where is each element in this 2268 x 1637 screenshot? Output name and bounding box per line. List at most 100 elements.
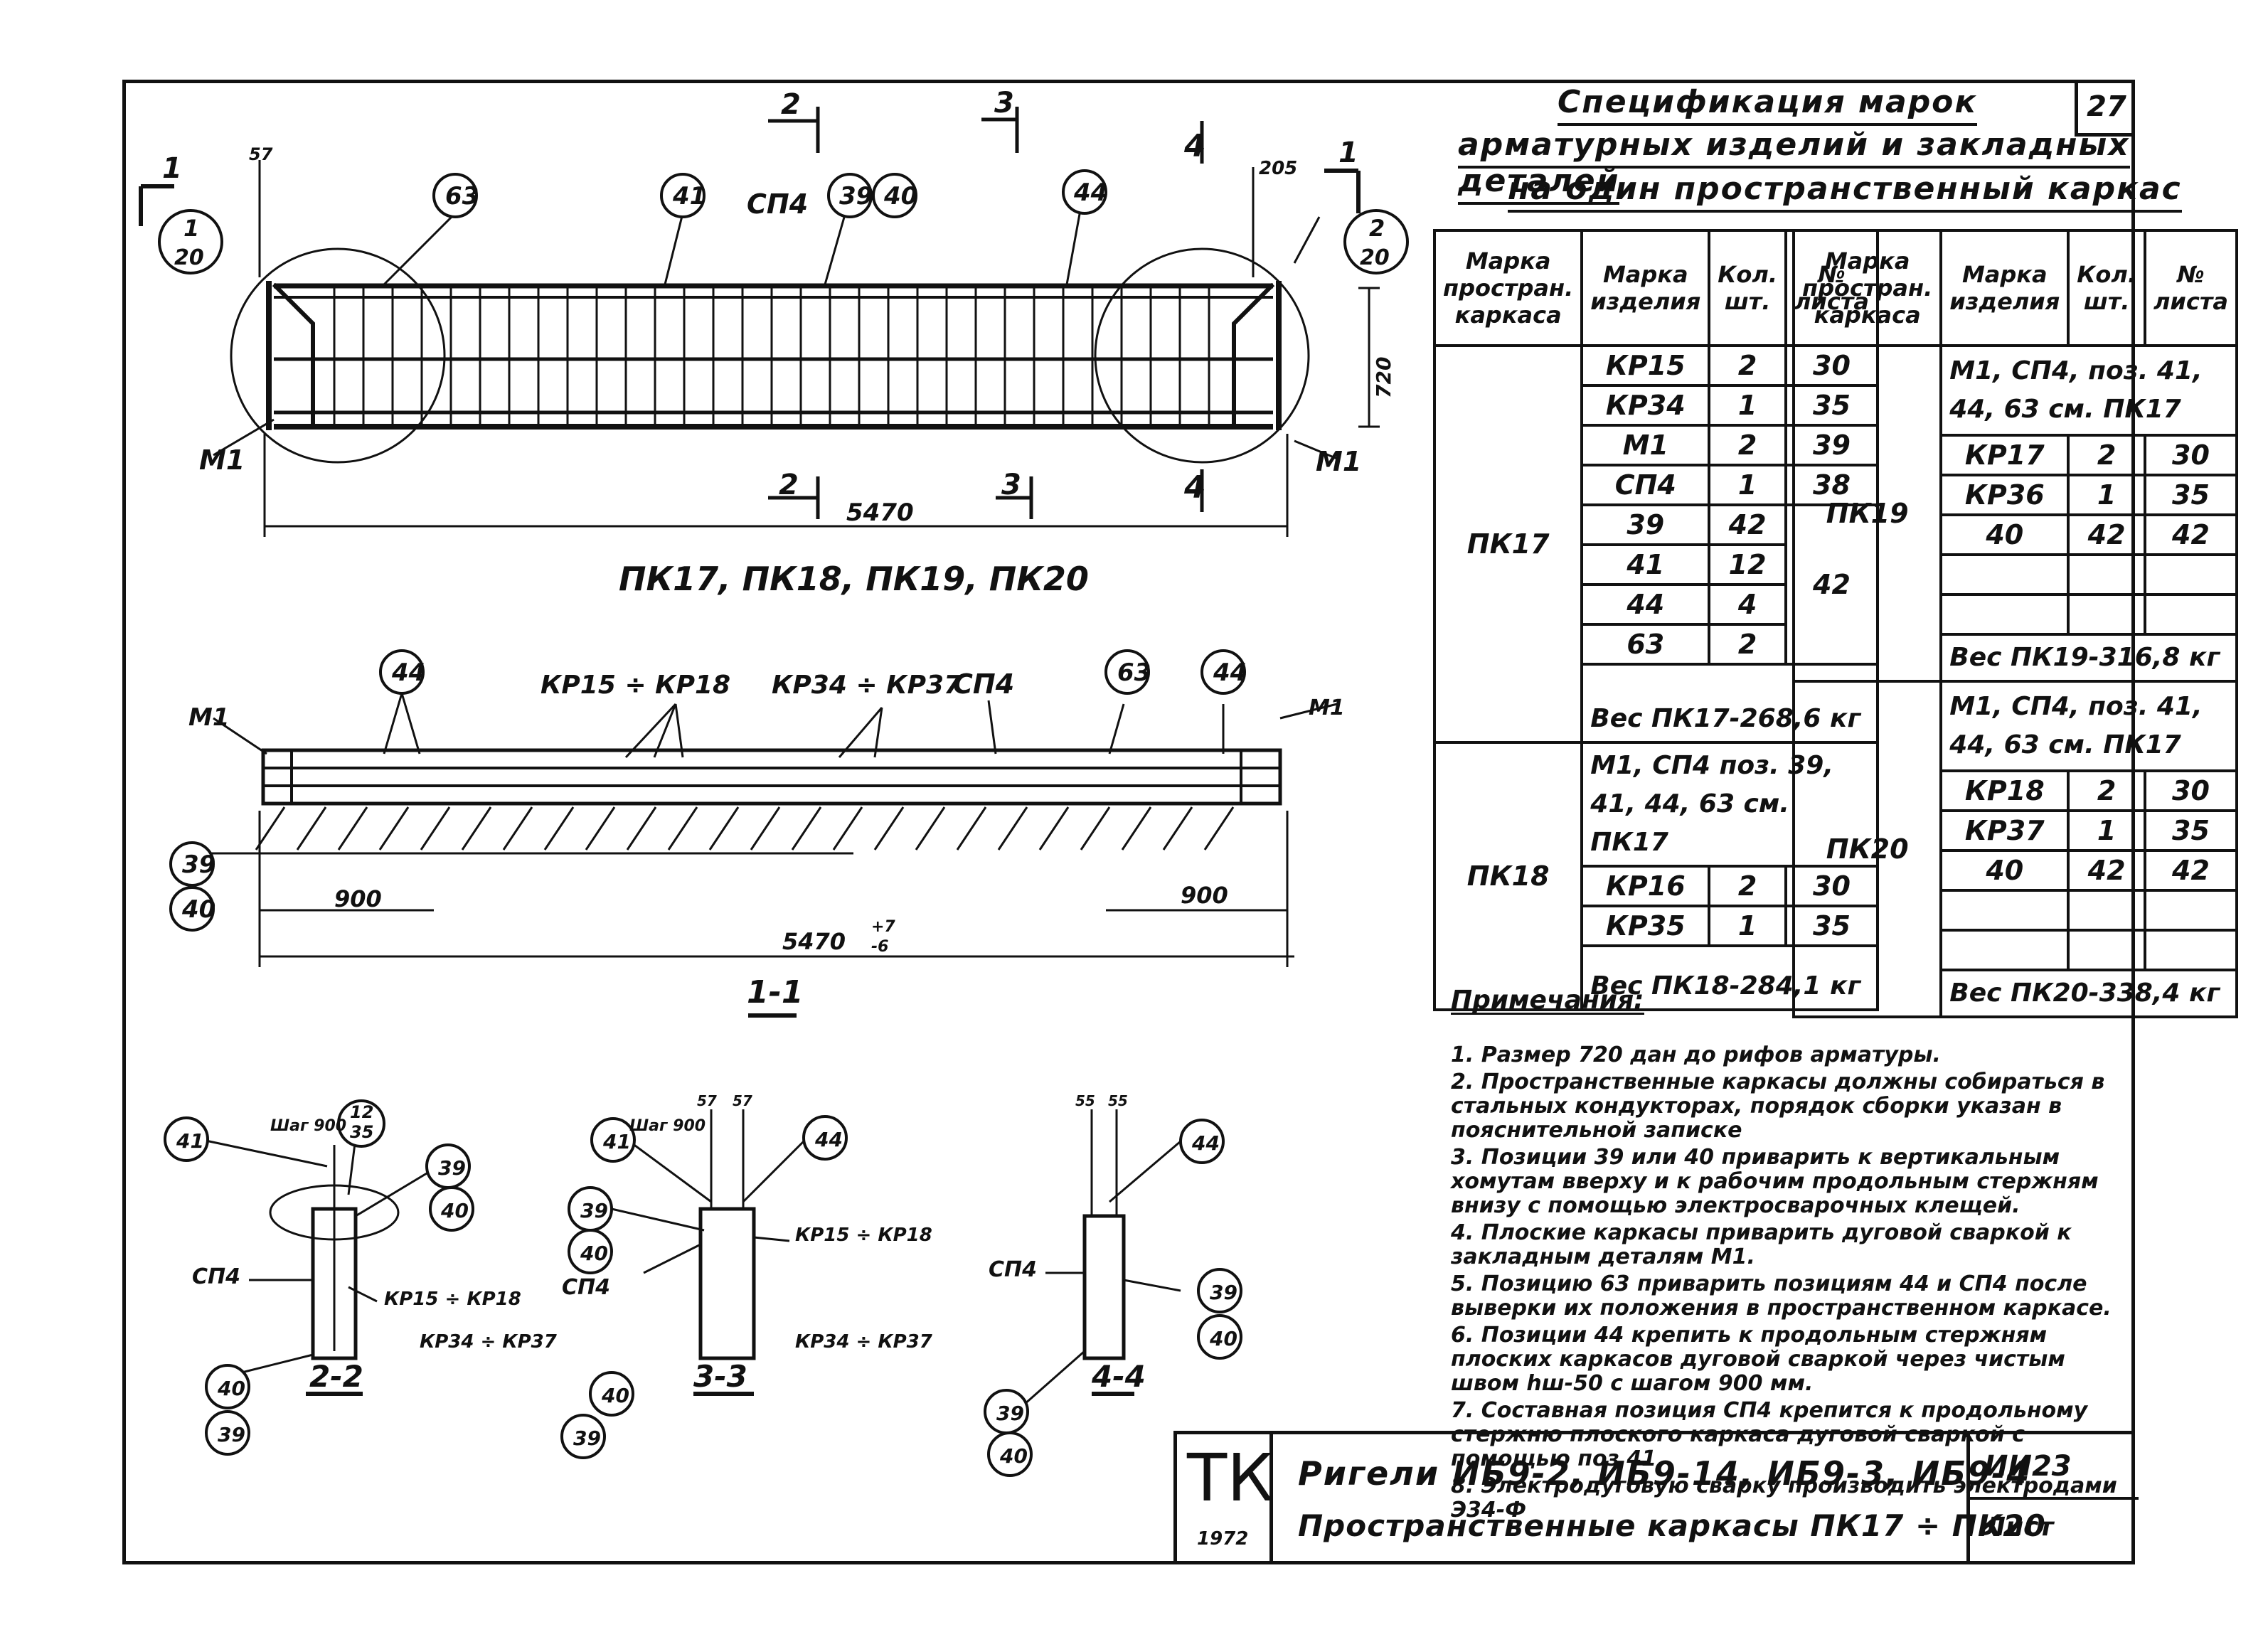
hatch-line — [873, 806, 905, 851]
cell-qty: 1 — [2067, 809, 2146, 852]
th-qty: Кол. шт. — [1708, 229, 1787, 347]
hatch-line — [832, 806, 863, 851]
stamp-divider — [1970, 1497, 2139, 1500]
cell-qty: 2 — [1708, 865, 1787, 907]
th-item-mark: Марка изделия — [1580, 229, 1711, 347]
cell-mark: КР16 — [1580, 865, 1711, 907]
section-marker-4-bottom: 4 — [1183, 469, 1206, 506]
cell-empty — [2067, 889, 2146, 932]
spec-title-line2: арматурных изделий и закладных деталей — [1458, 127, 2268, 205]
cell-mark: КР35 — [1580, 905, 1711, 947]
dim-900-right: 900 — [1181, 882, 1228, 909]
hatch-line — [915, 806, 946, 851]
cell-mark: М1 — [1580, 424, 1711, 466]
cell-empty — [2067, 553, 2146, 596]
hatch-line — [502, 806, 533, 851]
callout-44-label: 44 — [1073, 178, 1107, 207]
hatch-line — [667, 806, 698, 851]
s44-sp4: СП4 — [989, 1257, 1037, 1282]
th-frame-mark: Марка простран. каркаса — [1791, 229, 1943, 347]
cell-empty — [2143, 929, 2238, 971]
callout-39-label: 39 — [839, 182, 873, 210]
cell-qty: 2 — [1708, 424, 1787, 466]
cell-sheet: 42 — [2143, 513, 2238, 556]
s33-callout-40: 40 — [580, 1242, 608, 1265]
hatch-line — [585, 806, 616, 851]
s22-kp34: КР34 ÷ КР37 — [420, 1331, 558, 1353]
hatch-line — [1038, 806, 1070, 851]
s33-sp4: СП4 — [562, 1275, 610, 1300]
s22-fraction-den: 35 — [350, 1122, 373, 1142]
s33-dim-57a: 57 — [697, 1092, 717, 1109]
hatch-line — [420, 806, 451, 851]
main-elevation — [139, 107, 1380, 537]
note-item: 3. Позиции 39 или 40 приварить к вертика… — [1451, 1145, 2099, 1218]
callout-41-label: 41 — [672, 182, 706, 210]
hatch-line — [1121, 806, 1152, 851]
hatch-line — [997, 806, 1028, 851]
stamp-line2: Пространственные каркасы ПК17 ÷ ПК20 — [1298, 1508, 2046, 1543]
s33-callout-44: 44 — [814, 1128, 843, 1151]
s33-step-label: Шаг 900 — [629, 1117, 706, 1135]
cell-mark: КР15 — [1580, 344, 1711, 387]
cell-qty: 2 — [1708, 623, 1787, 666]
hatch-line — [1162, 806, 1193, 851]
note-item: 8. Электродуговую сварку производить эле… — [1451, 1473, 2117, 1523]
hatch-line — [296, 806, 327, 851]
s33-callout-39b: 39 — [573, 1427, 601, 1450]
cell-mark: 40 — [1939, 849, 2070, 892]
section-marker-4-top: 4 — [1183, 128, 1206, 164]
hatch-line — [461, 806, 492, 851]
section-marker-2-bottom: 2 — [779, 469, 799, 501]
callout-63-section-label: 63 — [1117, 658, 1151, 687]
cell-qty: 1 — [1708, 384, 1787, 427]
hatch-line — [750, 806, 781, 851]
sp4-section-label: СП4 — [953, 668, 1014, 700]
th-qty: Кол. шт. — [2067, 229, 2146, 347]
section-3-3-title: 3-3 — [693, 1359, 747, 1394]
cell-mark: КР18 — [1939, 769, 2070, 812]
dim-height: 720 — [1372, 357, 1395, 398]
cell-empty — [1939, 593, 2070, 636]
s22-callout-40: 40 — [440, 1199, 469, 1222]
cell-sheet: 35 — [2143, 809, 2238, 852]
kp15-label: КР15 ÷ КР18 — [541, 671, 730, 700]
cell-sheet: 30 — [2143, 434, 2238, 476]
s33-callout-39: 39 — [580, 1199, 608, 1222]
s44-callout-44: 44 — [1191, 1131, 1220, 1155]
section-marker-1-left: 1 — [162, 152, 182, 185]
kp34-label: КР34 ÷ КР37 — [772, 671, 962, 700]
cell-qty: 42 — [1708, 503, 1787, 546]
cell-empty — [2143, 889, 2238, 932]
cell-qty: 2 — [1708, 344, 1787, 387]
main-drawing-title: ПК17, ПК18, ПК19, ПК20 — [619, 560, 1089, 598]
s33-callout-40b: 40 — [601, 1384, 629, 1407]
cell-qty: 2 — [2067, 434, 2146, 476]
th-sheet: № листа — [2143, 229, 2238, 347]
spec-title-line1: Спецификация марок — [1558, 84, 1978, 126]
detail-left-num: 1 — [183, 215, 199, 242]
dim-end: 205 — [1259, 158, 1297, 179]
s22-callout-40b: 40 — [217, 1377, 245, 1400]
hatch-line — [791, 806, 822, 851]
callout-44b-label: 44 — [1213, 658, 1247, 687]
callout-63-label: 63 — [445, 182, 479, 210]
note-item: 4. Плоские каркасы приварить дуговой сва… — [1451, 1220, 2072, 1269]
cell-mark: 40 — [1939, 513, 2070, 556]
note-item: 1. Размер 720 дан до рифов арматуры. — [1451, 1043, 1941, 1067]
cell-qty: 4 — [1708, 583, 1787, 626]
s22-callout-39: 39 — [438, 1156, 466, 1180]
dim-5470-section: 5470 — [782, 928, 846, 955]
s22-step-label: Шаг 900 — [270, 1117, 346, 1135]
stamp-org: ТК — [1187, 1440, 1274, 1516]
m1-section-left: М1 — [188, 703, 230, 732]
title-stamp: ТК 1972 Ригели ИБ9-2, ИБ9-14, ИБ9-3, ИБ9… — [1173, 1431, 2139, 1564]
cell-empty — [1939, 553, 2070, 596]
stamp-line1: Ригели ИБ9-2, ИБ9-14, ИБ9-3, ИБ9-4 — [1298, 1454, 2031, 1493]
cell-mark: 39 — [1580, 503, 1711, 546]
cell-qty: 1 — [1708, 464, 1787, 506]
note-item: 7. Составная позиция СП4 крепится к прод… — [1451, 1398, 2088, 1471]
cell-empty — [2067, 593, 2146, 636]
callout-44a-label: 44 — [391, 658, 425, 687]
stamp-year: 1972 — [1197, 1528, 1249, 1550]
